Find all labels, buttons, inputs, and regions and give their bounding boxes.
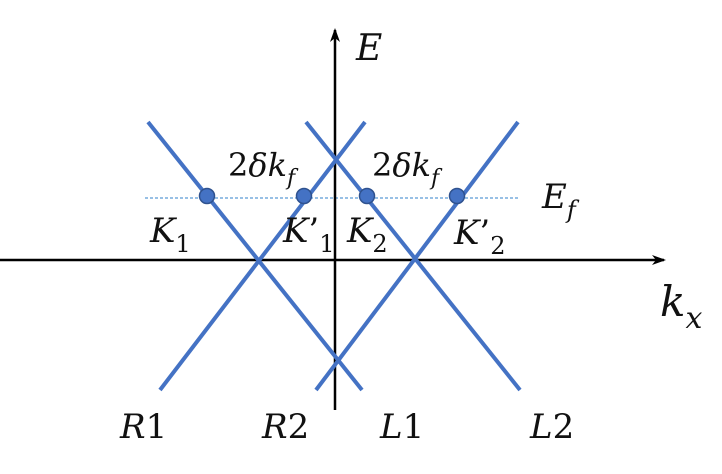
spacing-label-right: 2δkf	[372, 146, 443, 191]
point-k1-prime	[295, 187, 313, 205]
spacing-label-left: 2δkf	[228, 146, 299, 191]
energy-axis-label: E	[355, 28, 382, 69]
band-line-l2	[304, 120, 522, 392]
label-k2-prime: K’2	[453, 213, 506, 260]
label-k1: K1	[149, 211, 191, 258]
kx-axis-label: kx	[660, 277, 702, 336]
point-k2-prime	[448, 187, 466, 205]
branch-label-l1: L1	[379, 407, 424, 447]
branch-label-l2: L2	[529, 407, 574, 447]
point-k1	[198, 187, 216, 205]
band-line-l1	[146, 120, 364, 392]
band-line-r2	[314, 120, 520, 392]
branch-label-r2: R2	[261, 407, 309, 447]
point-k2	[358, 187, 376, 205]
band-line-r1	[158, 120, 367, 392]
fermi-level-label: Ef	[541, 177, 580, 224]
label-k1-prime: K’1	[282, 211, 335, 258]
label-k2: K2	[346, 211, 388, 258]
branch-label-r1: R1	[119, 407, 167, 447]
